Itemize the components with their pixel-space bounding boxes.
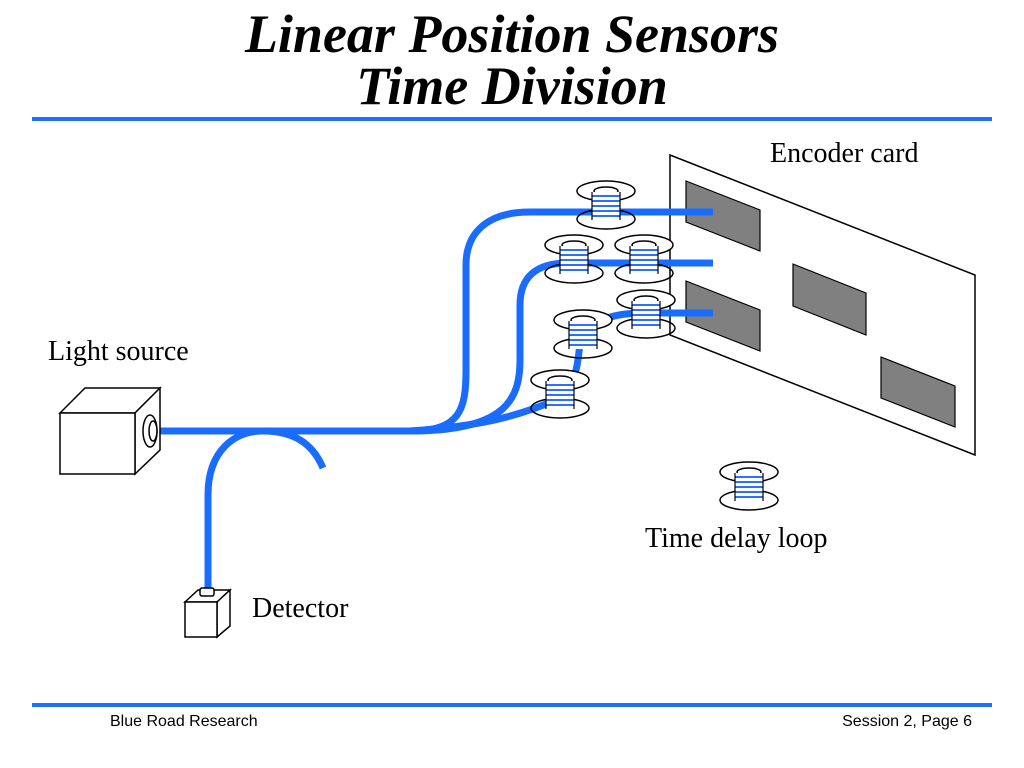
footer-page-number: Session 2, Page 6 — [842, 713, 972, 730]
detector-label: Detector — [252, 593, 349, 624]
delay-spool-5 — [553, 309, 613, 359]
delay-spool-2 — [544, 234, 604, 284]
detector-box — [183, 587, 232, 639]
encoder-window-3 — [685, 280, 761, 352]
delay-spool-6 — [530, 369, 590, 419]
encoder-card-label: Encoder card — [770, 138, 919, 169]
optical-fibers — [160, 208, 713, 590]
delay-spool-3 — [614, 234, 674, 284]
slide-title-line-2: Time Division — [356, 56, 668, 116]
top-divider — [32, 117, 992, 121]
encoder-window-1 — [685, 180, 761, 252]
delay-spool-1 — [576, 180, 636, 230]
fiber-branch-1 — [409, 208, 713, 435]
encoder-window-4 — [880, 356, 956, 428]
fiber-coupler-arc — [204, 427, 327, 590]
light-source-label: Light source — [48, 336, 189, 367]
slide-title-line-1: Linear Position Sensors — [244, 4, 780, 64]
encoder-card — [669, 153, 976, 457]
footer-company: Blue Road Research — [110, 713, 258, 730]
legend-delay-spool — [719, 461, 779, 511]
light-source-box — [58, 386, 162, 476]
time-delay-loop-label: Time delay loop — [645, 523, 828, 554]
bottom-divider — [32, 703, 992, 707]
encoder-window-2 — [792, 263, 867, 336]
